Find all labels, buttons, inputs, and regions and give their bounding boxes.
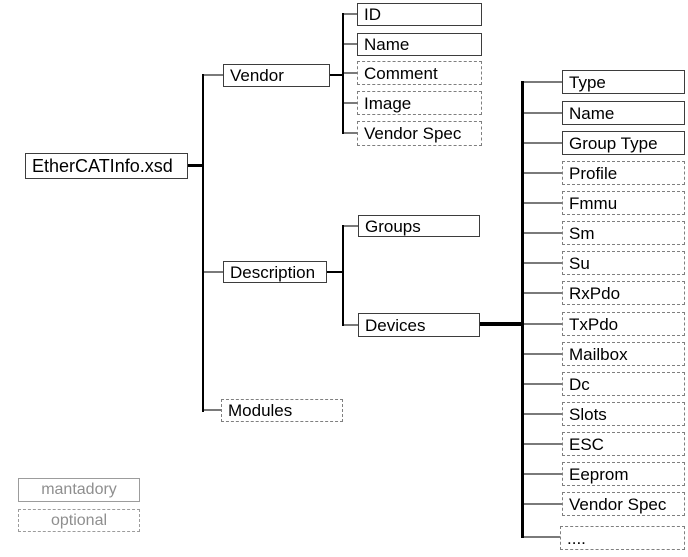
node-eeprom: Eeprom <box>562 462 685 486</box>
stub-ellipsis <box>524 536 562 538</box>
stub-rxpdo <box>524 292 562 294</box>
stub-vendor-spec <box>344 132 357 134</box>
stub-devices <box>344 324 358 326</box>
node-slots: Slots <box>562 402 685 426</box>
node-devices: Devices <box>358 313 480 337</box>
stub-esc <box>524 443 562 445</box>
node-profile: Profile <box>562 161 685 185</box>
stub-mailbox <box>524 353 562 355</box>
connector-vendor-to-trunk <box>330 74 343 76</box>
stub-fmmu <box>524 202 562 204</box>
legend-optional: optional <box>18 509 140 532</box>
stub-vendor <box>204 74 223 76</box>
node-groups: Groups <box>358 215 480 237</box>
node-sm: Sm <box>562 221 685 245</box>
node-comment: Comment <box>357 61 482 85</box>
node-id: ID <box>357 3 482 26</box>
stub-id <box>344 13 357 15</box>
stub-dev-vendor-spec <box>524 503 562 505</box>
connector-root-to-trunk <box>187 164 204 167</box>
stub-comment <box>344 72 357 74</box>
node-description: Description <box>223 261 327 283</box>
connector-devices-to-trunk <box>480 322 524 326</box>
stub-slots <box>524 413 562 415</box>
node-image: Image <box>357 91 482 115</box>
node-name: Name <box>357 33 482 56</box>
node-group-type: Group Type <box>562 131 685 155</box>
trunk-level1 <box>202 74 204 412</box>
stub-modules <box>204 409 221 411</box>
stub-name <box>344 43 357 45</box>
node-ethercatinfo-xsd: EtherCATInfo.xsd <box>25 153 188 179</box>
trunk-description-children <box>342 225 344 326</box>
stub-sm <box>524 232 562 234</box>
node-ellipsis: .... <box>560 526 685 550</box>
node-dc: Dc <box>562 372 685 396</box>
stub-description <box>204 271 223 273</box>
node-mailbox: Mailbox <box>562 342 685 366</box>
node-dev-name: Name <box>562 101 685 125</box>
stub-dev-name <box>524 112 562 114</box>
legend-mandatory: mantadory <box>18 478 140 502</box>
node-su: Su <box>562 251 685 275</box>
node-type: Type <box>562 70 685 94</box>
node-vendor: Vendor <box>223 64 330 87</box>
stub-txpdo <box>524 323 562 325</box>
node-txpdo: TxPdo <box>562 312 685 336</box>
node-rxpdo: RxPdo <box>562 281 685 305</box>
stub-eeprom <box>524 473 562 475</box>
connector-description-to-trunk <box>327 271 343 273</box>
node-modules: Modules <box>221 399 343 422</box>
stub-su <box>524 262 562 264</box>
stub-profile <box>524 172 562 174</box>
stub-type <box>524 81 562 83</box>
trunk-devices-children <box>521 81 524 538</box>
node-vendor-spec: Vendor Spec <box>357 121 482 146</box>
trunk-vendor-children <box>342 13 344 134</box>
node-esc: ESC <box>562 432 685 456</box>
node-fmmu: Fmmu <box>562 191 685 215</box>
stub-dc <box>524 383 562 385</box>
stub-image <box>344 102 357 104</box>
stub-group-type <box>524 142 562 144</box>
node-dev-vendor-spec: Vendor Spec <box>562 492 685 516</box>
stub-groups <box>344 225 358 227</box>
